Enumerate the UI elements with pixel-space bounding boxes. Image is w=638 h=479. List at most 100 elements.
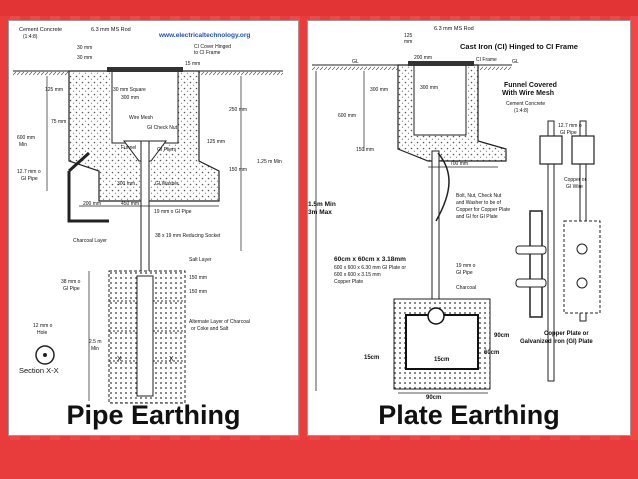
label-gl: GL <box>352 59 359 65</box>
copper-wire-detail <box>547 120 555 382</box>
label-plate-size: 60cm x 60cm x 3.18mm <box>334 256 406 263</box>
label-gi-pipe-127: 12.7 mm o <box>17 169 41 175</box>
label-d150b: 150 mm <box>189 275 207 281</box>
label-cast-iron: Cast Iron (CI) Hinged to CI Frame <box>460 42 578 51</box>
label-coke-salt: or Coke and Salt <box>191 326 229 332</box>
label-gi-pipe2: GI Pipe <box>63 286 80 292</box>
label-cement-ratio: (1:4:8) <box>23 34 38 40</box>
label-d25: 2.5 m <box>89 339 102 345</box>
label-d300a: 300 mm <box>121 95 139 101</box>
label-bolt2: and Washer to be of <box>456 200 501 206</box>
label-ci-frame: to CI Frame <box>194 50 221 56</box>
pipe-earthing-caption: Pipe Earthing <box>66 400 241 430</box>
label-d125: 125 mm <box>45 87 63 93</box>
label-bolt1: Bolt, Nut, Check Nut <box>456 193 502 199</box>
label-d600-right: 600 mm <box>338 113 356 119</box>
label-ci-cover: CI Cover Hinged <box>194 44 231 50</box>
label-pipe19: 19 mm o GI Pipe <box>154 209 192 215</box>
label-d75: 75 mm <box>51 119 66 125</box>
plate-earthing-panel: 6.3 mm MS Rod 125 mm Cast Iron (CI) Hing… <box>307 20 631 436</box>
plate-front-view <box>563 220 601 314</box>
label-funnel-covered: Funnel Covered <box>504 82 557 89</box>
label-d15a: 15cm <box>364 355 379 361</box>
label-d30a: 30 mm <box>77 45 92 51</box>
label-d30b: 30 mm <box>77 55 92 61</box>
label-bolt4: and GI for GI Plate <box>456 214 498 220</box>
label-d15: 15 mm <box>185 61 200 67</box>
label-d15b: 15cm <box>434 357 449 363</box>
label-wire-mesh: Wire Mesh <box>129 115 153 121</box>
label-d300a-right: 300 mm <box>370 87 388 93</box>
label-min2: Min <box>91 346 99 352</box>
label-d250: 250 mm <box>229 107 247 113</box>
ci-cover <box>107 67 183 72</box>
label-gi-pliers: GI Pliers <box>157 147 177 153</box>
label-with-wire-mesh: With Wire Mesh <box>502 90 554 97</box>
label-d1250: 1.25 m Min <box>257 159 282 165</box>
label-d450: 450 mm <box>121 201 139 207</box>
label-d125b: 125 mm <box>207 139 225 145</box>
label-cement-concrete-right: Cement Concrete <box>506 101 545 107</box>
label-x2: X <box>169 356 174 363</box>
label-ms-rod-right: 6.3 mm MS Rod <box>434 26 474 32</box>
label-salt: Salt Layer <box>189 257 212 263</box>
label-alternate: Alternate Layer of Charcoal <box>189 319 250 325</box>
label-depth2: 3m Max <box>308 209 332 216</box>
label-pipe19-right: 19 mm o <box>456 263 476 269</box>
label-website: www.electricaltechnology.org <box>158 32 250 39</box>
label-section: Section X-X <box>19 366 59 375</box>
label-pipe127-right: 12.7 mm o <box>558 123 582 129</box>
bolt-upper <box>515 245 547 255</box>
label-plate-a: 600 x 600 x 6.30 mm GI Plate or <box>334 265 406 271</box>
plate-edge-view <box>529 210 543 318</box>
label-plate-b: 600 x 600 x 3.15 mm <box>334 272 381 278</box>
label-d300b-right: 300 mm <box>420 85 438 91</box>
label-d200-right: 200 mm <box>414 55 432 61</box>
pipe-earthing-panel: Cement Concrete (1:4:8) 6.3 mm MS Rod ww… <box>8 20 299 436</box>
label-cement-ratio-right: (1:4:8) <box>514 108 529 114</box>
label-d90b: 90cm <box>426 395 441 401</box>
pipe-earthing-diagram: Cement Concrete (1:4:8) 6.3 mm MS Rod ww… <box>13 27 283 404</box>
label-gi-pipe-right: GI Pipe <box>560 130 577 136</box>
label-bolt3: Copper for Copper Plate <box>456 207 510 213</box>
label-d150c: 150 mm <box>189 289 207 295</box>
label-mm-right: mm <box>404 39 412 45</box>
label-gi-pipe2-right: GI Pipe <box>456 270 473 276</box>
label-d600: 600 mm <box>17 135 35 141</box>
label-copper-plate1: Copper Plate or <box>544 331 589 337</box>
label-d150-right: 150 mm <box>356 147 374 153</box>
label-d300b: 300 mm <box>117 181 135 187</box>
label-gi-wire: GI Wire <box>566 184 583 190</box>
label-ms-rod: 6.3 mm MS Rod <box>91 27 131 33</box>
label-charcoal: Charcoal Layer <box>73 238 107 244</box>
label-check-nut: GI Check Nut <box>147 125 178 131</box>
label-holes: Hole <box>37 330 48 336</box>
label-plate-c: Copper Plate <box>334 279 363 285</box>
slide-bottom-band <box>0 440 638 479</box>
plate-earthing-diagram: 6.3 mm MS Rod 125 mm Cast Iron (CI) Hing… <box>308 26 601 401</box>
label-d700-right: 700 mm <box>450 161 468 167</box>
label-d200: 200 mm <box>83 201 101 207</box>
label-min: Min <box>19 142 27 148</box>
slide-top-band <box>0 0 638 16</box>
plate-gi-pipe <box>431 150 440 302</box>
label-ci-frame-right: CI Frame <box>476 57 497 63</box>
label-d38: 38 mm o <box>61 279 81 285</box>
label-d60: 60cm <box>484 350 499 356</box>
label-cement-concrete: Cement Concrete <box>19 27 62 33</box>
label-sq30: 30 mm Square <box>113 87 146 93</box>
label-funnel: Funnel <box>121 145 136 151</box>
label-copper-plate2: Galvanized Iron (GI) Plate <box>520 339 593 345</box>
label-gi-washer: GI Washer <box>155 181 179 187</box>
label-copper-wire: Copper or <box>564 177 587 183</box>
label-charcoal-right: Charcoal <box>456 285 476 291</box>
bolt-lower <box>515 278 547 288</box>
label-d150: 150 mm <box>229 167 247 173</box>
label-gi-pipe: GI Pipe <box>21 176 38 182</box>
label-hole-dia: 12 mm o <box>33 323 53 329</box>
plate-earthing-caption: Plate Earthing <box>378 400 560 430</box>
label-d125-right: 125 <box>404 33 413 39</box>
label-reducing: 38 x 19 mm Reducing Socket <box>155 233 221 239</box>
label-x1: X <box>117 356 122 363</box>
plate-ci-cover <box>408 61 474 66</box>
